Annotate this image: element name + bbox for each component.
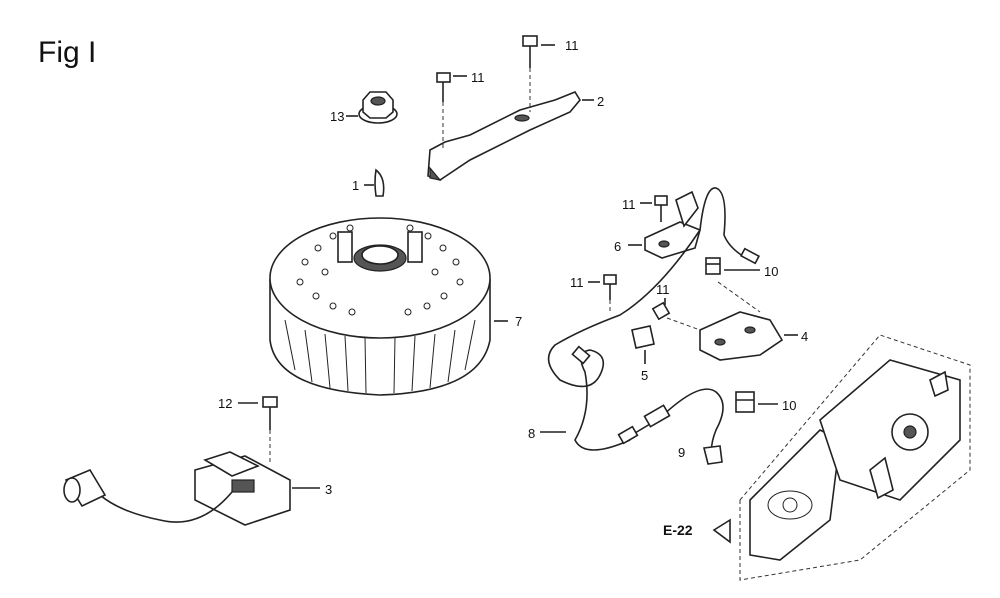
figure-title: Fig I	[38, 36, 97, 69]
part-4-switch-plate: 4	[699, 281, 808, 361]
reference-label: E-22	[663, 522, 693, 538]
callout-11-top: 11	[565, 38, 579, 53]
bolt-11-upper-left: 11	[436, 70, 485, 148]
callout-11-harness: 11	[570, 275, 584, 290]
part-5-clamp: 5	[631, 325, 655, 383]
callout-11-center: 11	[656, 282, 670, 297]
reference-e22: E-22	[663, 334, 971, 581]
callout-9: 9	[678, 445, 685, 460]
callout-8: 8	[528, 426, 535, 441]
callout-13: 13	[330, 109, 344, 124]
callout-7: 7	[515, 314, 522, 329]
callout-1: 1	[352, 178, 359, 193]
part-10-clip-lower: 10	[735, 391, 796, 413]
callout-12: 12	[218, 396, 232, 411]
bolt-11-bracket-6: 11	[622, 195, 668, 222]
callout-11-bracket: 11	[622, 197, 636, 212]
callout-4: 4	[801, 329, 808, 344]
bolt-11-upper-right: 11	[522, 35, 579, 112]
part-8-wire-harness: 8	[528, 229, 701, 451]
reference-arrow-icon	[712, 518, 731, 544]
callout-6: 6	[614, 239, 621, 254]
callout-10-upper: 10	[764, 264, 778, 279]
callout-2: 2	[597, 94, 604, 109]
part-2-bracket: 2	[427, 91, 604, 181]
callout-10-lower: 10	[782, 398, 796, 413]
wire-terminal	[739, 247, 761, 265]
crankcase-outline	[739, 334, 971, 581]
part-9-ground-lead: 9	[617, 388, 724, 465]
stop-wire-loop	[699, 187, 751, 261]
part-1-key: 1	[352, 168, 385, 197]
part-13-flange-nut: 13	[330, 91, 398, 124]
bolt-11-center: 11	[651, 282, 701, 331]
callout-3: 3	[325, 482, 332, 497]
bolt-11-harness: 11	[570, 274, 617, 312]
callout-11-second: 11	[471, 70, 485, 85]
callout-5: 5	[641, 368, 648, 383]
part-10-clip-upper: 10	[705, 257, 778, 279]
bolt-12: 12	[218, 396, 278, 462]
part-3-ignition-coil: 3	[63, 451, 332, 526]
part-7-flywheel: 7	[269, 217, 522, 396]
